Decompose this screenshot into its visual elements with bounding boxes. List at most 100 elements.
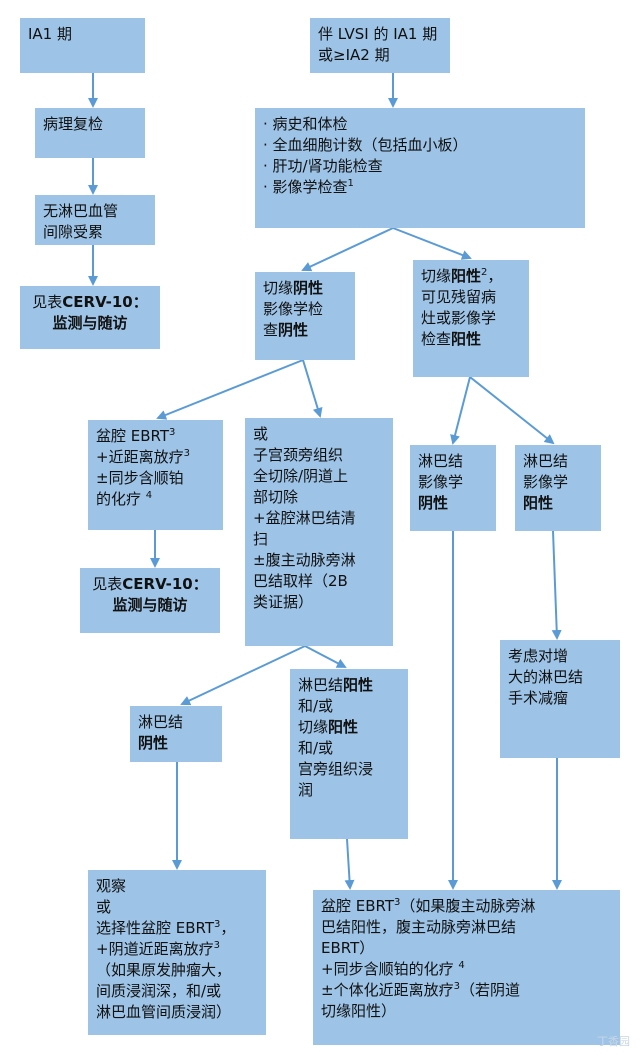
node-line: 润 [298,780,400,801]
node-ln-img-neg: 淋巴结影像学阴性 [410,445,496,531]
node-text: 病理复检 [43,115,104,133]
node-text: 无淋巴血管 [43,202,119,220]
node-text: 或≥IA2 期 [318,46,390,64]
emphasis-text: 阴性 [418,494,449,512]
node-line: 和/或 [298,738,400,759]
node-text: · 全血细胞计数（包括血小板） [263,136,468,154]
node-text: 间隙受累 [43,223,104,241]
emphasis-text: 阳性 [328,718,359,736]
node-text: （若阴道 [459,981,520,999]
node-text: 灶或影像学 [421,309,497,327]
node-line: 盆腔 EBRT3（如果腹主动脉旁淋 [321,896,612,917]
node-line: ±腹主动脉旁淋 [253,550,385,571]
node-text: 巴结阳性，腹主动脉旁淋巴结 [321,918,517,936]
arrow-margin-pos-to-ln-img-neg [450,376,471,445]
node-text: +阴道近距离放疗 [96,940,214,958]
node-text: · 病史和体检 [263,115,348,133]
node-line: 间隙受累 [43,222,147,243]
node-line: 影像学检 [263,299,347,320]
node-monitor-2: 见表CERV-10：监测与随访 [80,568,220,633]
node-line: 子宫颈旁组织 [253,445,385,466]
node-ia1: IA1 期 [20,18,145,73]
node-text: 或 [253,425,269,443]
arrow-margin-neg-to-surgery [302,359,323,418]
node-line: 观察 [96,876,258,897]
node-line: 淋巴结阳性 [298,675,400,696]
node-line: · 病史和体检 [263,114,577,135]
node-path-review: 病理复检 [35,108,145,158]
node-text: 检查 [421,330,452,348]
emphasis-text: CERV-10： [62,293,148,311]
emphasis-text: 监测与随访 [52,314,128,332]
node-line: 阴性 [418,493,488,514]
node-text: 影像学 [418,473,464,491]
node-text: 淋巴血管间质浸润） [96,1003,232,1021]
node-text: 扫 [253,530,269,548]
node-text: +盆腔淋巴结清 [253,509,356,527]
node-line: IA1 期 [28,24,137,45]
node-line: 或 [253,424,385,445]
footnote-marker: 3 [214,919,221,930]
node-line: 监测与随访 [88,595,212,616]
node-line: 的化疗 4 [96,489,215,510]
node-line: 切缘阴性 [263,278,347,299]
node-text: · 影像学检查 [263,178,348,196]
node-line: 淋巴结 [138,712,214,733]
node-monitor-1: 见表CERV-10：监测与随访 [20,286,160,349]
node-line: 淋巴结 [523,451,593,472]
footnote-marker: 2 [481,267,488,278]
arrow-surgery-to-ln-neg [180,645,306,706]
node-line: · 影像学检查1 [263,177,577,198]
node-text: 影像学检 [263,300,324,318]
emphasis-text: 阳性 [451,267,482,285]
node-line: 类证据） [253,592,385,613]
node-line: 和/或 [298,696,400,717]
node-line: 灶或影像学 [421,308,521,329]
watermark-text: 丁香园 [597,1035,630,1048]
node-text: 全切除/阴道上 [253,467,349,485]
node-text: 选择性盆腔 EBRT [96,919,215,937]
node-margin-neg: 切缘阴性影像学检查阴性 [255,272,355,360]
node-text: IA1 期 [28,25,72,43]
footnote-marker: 3 [183,448,190,459]
node-line: 大的淋巴结 [508,667,612,688]
node-text: 淋巴结 [418,452,464,470]
node-text: 盆腔 EBRT [321,897,395,915]
node-text: 查 [263,321,279,339]
node-line: 影像学 [523,472,593,493]
node-text: ， [220,919,236,937]
node-line: 病理复检 [43,114,137,135]
arrow-margin-pos-to-ln-img-pos [469,376,555,445]
node-workup: · 病史和体检· 全血细胞计数（包括血小板）· 肝功/肾功能检查· 影像学检查1 [255,108,585,228]
node-text: EBRT） [321,939,375,957]
node-text: 淋巴结 [138,713,184,731]
arrow-surgery-to-ln-pos [304,645,347,668]
node-line: 宫旁组织浸 [298,759,400,780]
node-text: 间质浸润深，和/或 [96,982,222,1000]
node-ln-img-pos: 淋巴结影像学阳性 [515,445,601,531]
node-line: 盆腔 EBRT3 [96,426,215,447]
footnote-marker: 3 [453,981,460,992]
node-text: 和/或 [298,697,334,715]
node-text: 淋巴结 [523,452,569,470]
node-text: 切缘 [298,718,329,736]
node-text: 手术减瘤 [508,689,569,707]
node-text: （如果原发肿瘤大， [96,961,232,979]
node-line: 或 [96,897,258,918]
node-line: 全切除/阴道上 [253,466,385,487]
node-line: （如果原发肿瘤大， [96,960,258,981]
footnote-marker: 4 [145,490,153,501]
node-line: 切缘阳性2， [421,266,521,287]
node-line: +同步含顺铂的化疗 4 [321,959,612,980]
node-line: 扫 [253,529,385,550]
node-text: ±个体化近距离放疗 [321,981,454,999]
footnote-marker: 4 [458,960,465,971]
node-line: 部切除 [253,487,385,508]
node-text: 子宫颈旁组织 [253,446,344,464]
node-line: 可见残留病 [421,287,521,308]
node-line: 阴性 [138,733,214,754]
node-line: 巴结取样（2B [253,571,385,592]
node-line: +阴道近距离放疗3 [96,939,258,960]
node-line: ±同步含顺铂 [96,468,215,489]
